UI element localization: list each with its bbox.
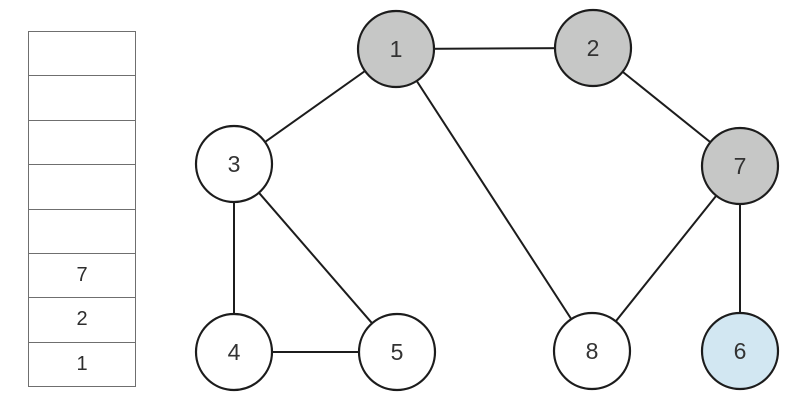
graph-node-7: [700, 126, 780, 206]
node-label-5: 5: [391, 339, 404, 365]
node-label-3: 3: [228, 151, 241, 177]
graph-node-5: [357, 312, 437, 392]
graph-node-3: [194, 124, 274, 204]
graph-node-8: [552, 311, 632, 391]
stack-cell: [28, 164, 136, 210]
graph-node-1: [356, 9, 436, 89]
graph-node-2: [553, 8, 633, 88]
graph-node-4: [194, 312, 274, 392]
graph-edge-7-8: [591, 165, 741, 352]
node-label-4: 4: [228, 339, 241, 365]
node-label-1: 1: [390, 36, 403, 62]
graph-edge-1-8: [395, 48, 593, 352]
node-label-7: 7: [734, 153, 747, 179]
node-label-6: 6: [734, 338, 747, 364]
graph-edge-3-5: [233, 163, 398, 353]
stack-cell: [28, 75, 136, 121]
stack-cell: 1: [28, 341, 136, 387]
stack: 7 2 1: [28, 31, 136, 387]
stack-cell: 7: [28, 252, 136, 299]
node-label-2: 2: [587, 35, 600, 61]
stack-cell: [28, 31, 136, 77]
graph-node-6: [700, 311, 780, 391]
node-label-8: 8: [586, 338, 599, 364]
